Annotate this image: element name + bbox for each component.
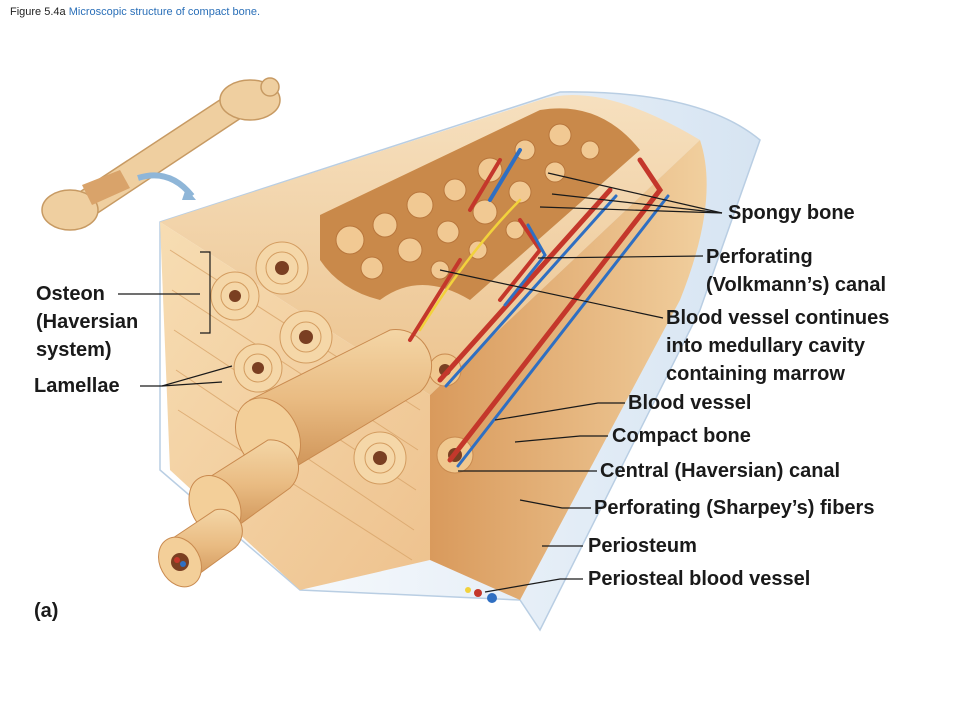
label-lamellae: Lamellae	[34, 375, 120, 397]
arrowhead-icon	[182, 188, 196, 200]
arrow-icon	[137, 172, 195, 198]
label-compact-bone: Compact bone	[612, 425, 751, 447]
panel-label: (a)	[34, 600, 59, 622]
label-perforating-canal-2: (Volkmann’s) canal	[706, 274, 887, 296]
label-central-canal: Central (Haversian) canal	[600, 460, 841, 482]
figure-number: Figure 5.4a	[10, 6, 66, 18]
osteon-cylinder	[158, 329, 433, 588]
figure-description: Microscopic structure of compact bone.	[68, 6, 261, 18]
label-osteon-3: system)	[36, 339, 112, 361]
label-blood-vessel-continues-2: into medullary cavity	[666, 335, 865, 357]
label-osteon-2: (Haversian	[36, 311, 139, 333]
figure-caption: Figure 5.4a Microscopic structure of com…	[10, 6, 260, 18]
label-spongy-bone: Spongy bone	[728, 202, 855, 224]
label-perforating-canal-1: Perforating	[706, 246, 813, 268]
periosteal-vessels	[465, 587, 497, 603]
blood-vessels	[408, 148, 670, 468]
label-periosteum: Periosteum	[588, 535, 697, 557]
label-sharpey-fibers: Perforating (Sharpey’s) fibers	[594, 497, 875, 519]
label-blood-vessel: Blood vessel	[628, 392, 752, 414]
femur-icon	[41, 77, 281, 231]
label-blood-vessel-continues-3: containing marrow	[666, 363, 845, 385]
leader-lines	[118, 172, 723, 593]
label-blood-vessel-continues-1: Blood vessel continues	[666, 307, 890, 329]
label-periosteal-blood-vessel: Periosteal blood vessel	[588, 568, 811, 590]
label-osteon-1: Osteon	[36, 283, 105, 305]
compact-bone-side	[430, 140, 707, 600]
